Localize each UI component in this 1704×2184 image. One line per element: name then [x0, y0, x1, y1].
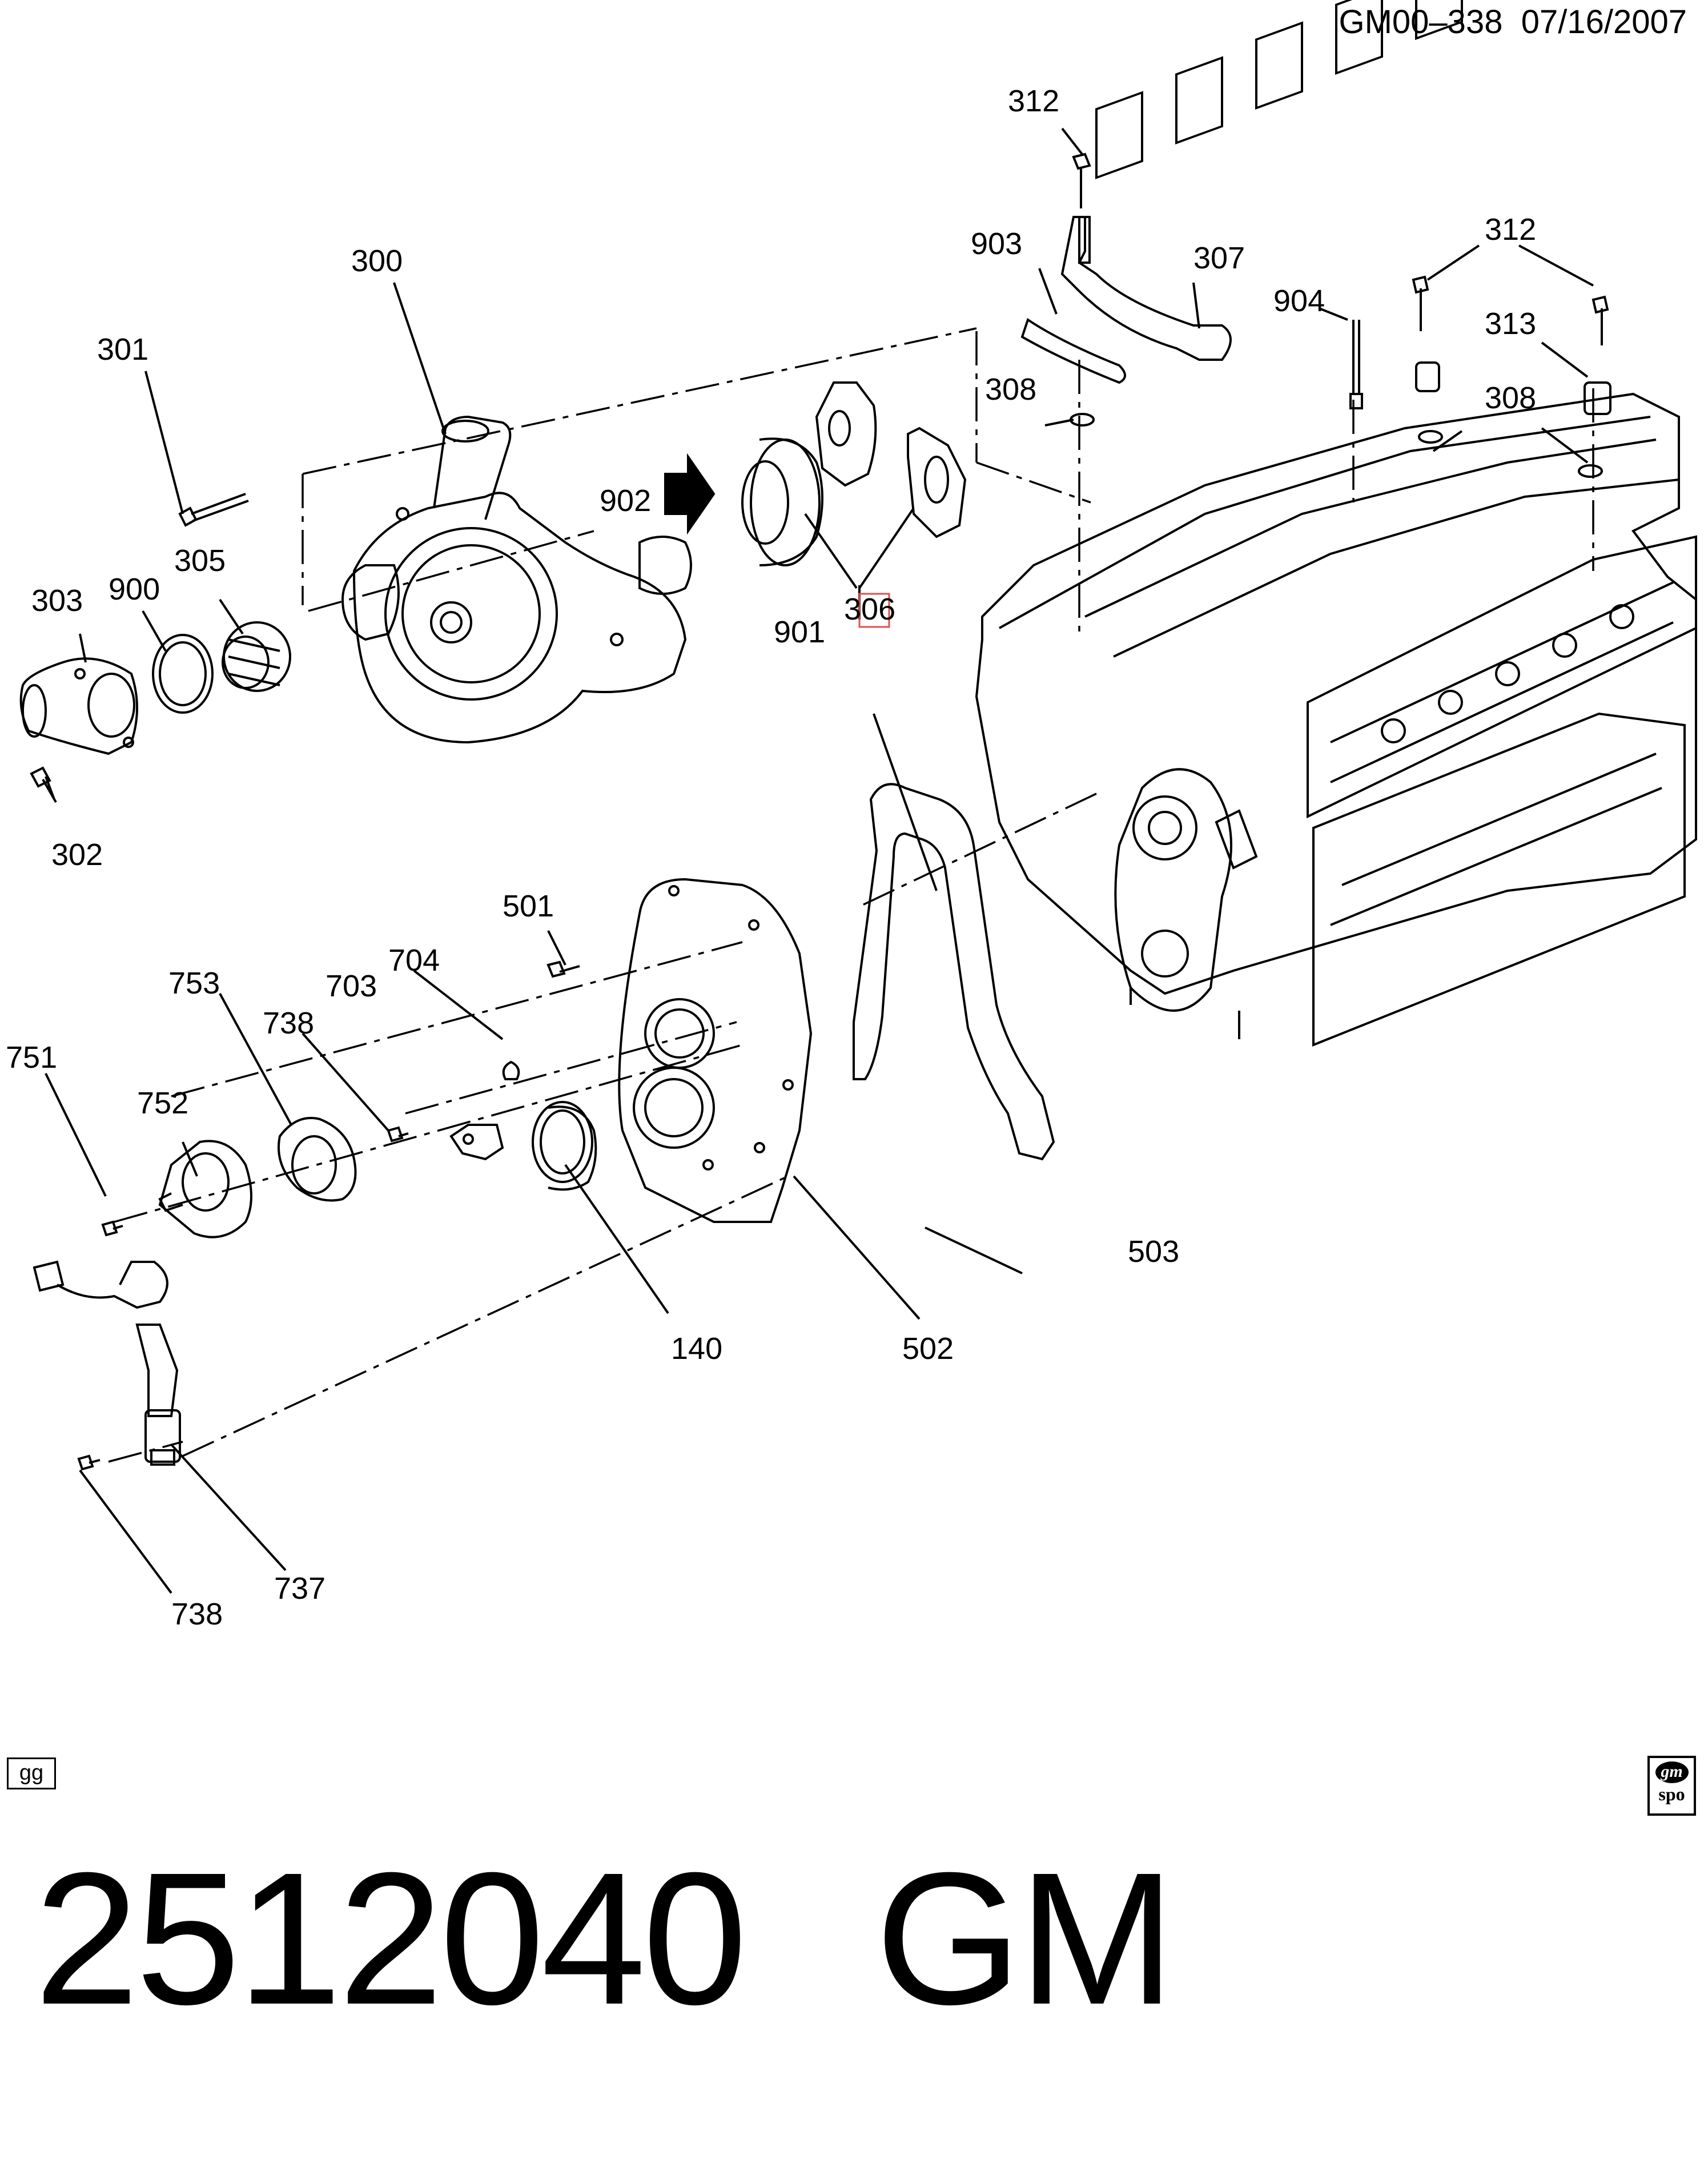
bolt-738-lower [77, 1454, 101, 1471]
callout-738-upper: 738 [263, 1006, 314, 1040]
callout-903: 903 [971, 227, 1022, 261]
bolt-312-top [1072, 152, 1091, 208]
callout-753: 753 [168, 966, 220, 1000]
callout-301: 301 [97, 332, 148, 367]
leader-lines [45, 127, 1594, 1594]
gasket-753 [278, 1117, 357, 1202]
crank-seal-140 [532, 1101, 597, 1191]
callout-502: 502 [902, 1332, 954, 1366]
bolt-751 [101, 1220, 123, 1237]
diagram-code: GM00–338 [1339, 3, 1503, 41]
callout-737: 737 [274, 1571, 325, 1606]
front-cover-gasket-503 [853, 783, 1055, 1161]
oring-704 [502, 1060, 520, 1080]
front-cover-502 [618, 878, 813, 1223]
part-number: 2512040 [34, 1833, 747, 2044]
callout-308-right: 308 [1485, 381, 1536, 415]
engine-block [975, 0, 1697, 1047]
callout-labels: 300 301 303 900 305 302 902 901 306 312 … [6, 84, 1536, 1631]
gm-spo-logo: gm spo [1647, 1756, 1696, 1816]
brand-label: GM [875, 1833, 1176, 2044]
callout-704: 704 [388, 943, 440, 978]
callout-312-right: 312 [1485, 212, 1536, 247]
callout-751: 751 [6, 1040, 57, 1075]
thermostat-housing-303 [19, 657, 138, 755]
bolt-501 [546, 960, 580, 978]
harness-737 [33, 1260, 181, 1466]
thermostat-305 [222, 621, 291, 692]
bolt-312-left [1412, 275, 1429, 331]
bolt-312-right [1592, 295, 1609, 345]
callout-752: 752 [137, 1086, 188, 1120]
callout-140: 140 [671, 1332, 722, 1366]
assembly-lines [108, 327, 1594, 1463]
callout-902: 902 [600, 484, 651, 518]
arrow-902 [664, 453, 716, 535]
water-pump-300 [341, 415, 692, 744]
exploded-view: 300 301 303 900 305 302 902 901 306 312 … [6, 0, 1697, 1631]
callout-312-top: 312 [1008, 84, 1059, 118]
bolt-302 [30, 766, 57, 803]
stud-904 [1349, 320, 1363, 409]
callout-901: 901 [774, 615, 825, 649]
callout-305: 305 [174, 544, 226, 578]
callout-306: 306 [844, 592, 895, 626]
callout-307: 307 [1193, 241, 1245, 275]
sensor-bracket-703 [449, 1124, 504, 1161]
callout-308-left: 308 [985, 372, 1036, 407]
callout-900: 900 [108, 572, 160, 606]
callout-501: 501 [503, 889, 554, 923]
callout-503: 503 [1128, 1234, 1179, 1269]
callout-313: 313 [1485, 307, 1536, 341]
sensor-housing-752 [158, 1140, 252, 1238]
callout-303: 303 [31, 584, 83, 618]
seal-901 [741, 437, 823, 566]
highlight-box [858, 593, 890, 628]
callout-703: 703 [325, 969, 377, 1003]
callout-302: 302 [51, 838, 103, 872]
gm-spo-logo-bottom: spo [1658, 1784, 1685, 1804]
diagram-header: GM00–338 07/16/2007 [1339, 3, 1687, 41]
seal-900 [152, 634, 214, 714]
diagram-date: 07/16/2007 [1521, 3, 1687, 41]
bolt-738-upper [387, 1126, 409, 1143]
gm-spo-logo-top: gm [1655, 1761, 1689, 1783]
bolt-301 [178, 493, 249, 527]
callout-738-lower: 738 [171, 1597, 223, 1631]
gg-badge: gg [7, 1757, 56, 1789]
tube-903 [1020, 317, 1126, 384]
callout-904: 904 [1273, 284, 1325, 318]
callout-300: 300 [351, 244, 403, 278]
gasket-306 [815, 381, 967, 538]
pipe-307 [1060, 216, 1232, 361]
washer-308 [1070, 413, 1603, 478]
